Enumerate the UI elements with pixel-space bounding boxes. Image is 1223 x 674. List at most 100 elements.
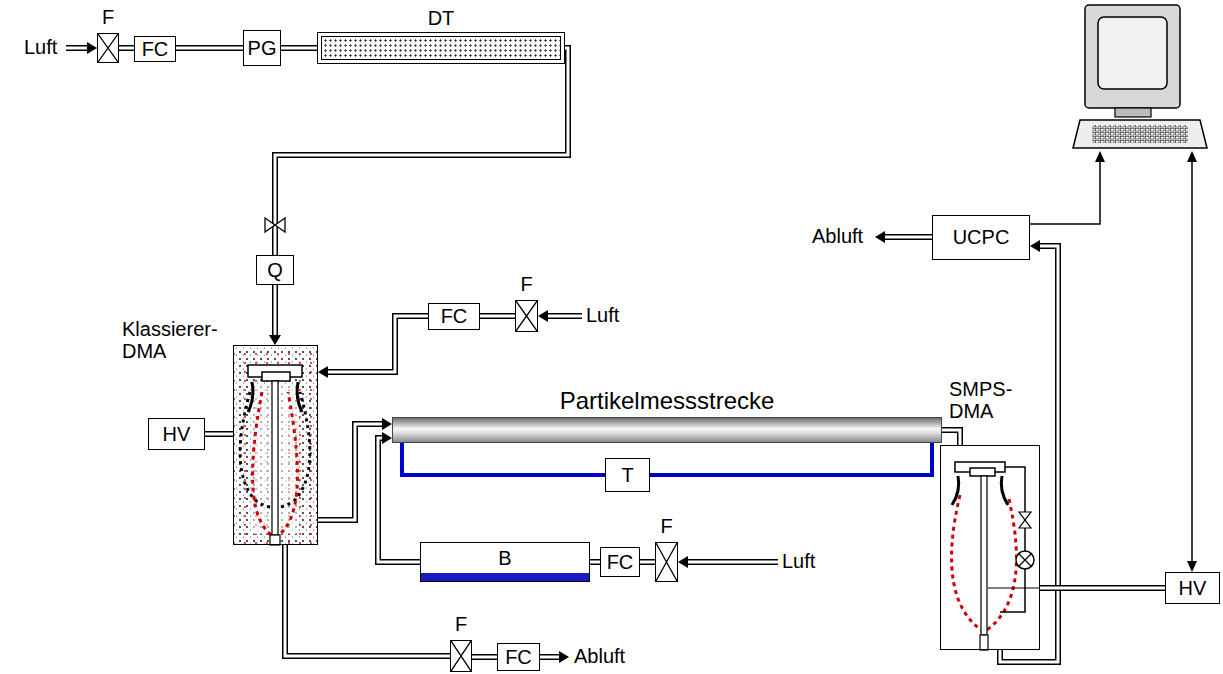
measuring-tube: Partikelmessstrecke — [392, 417, 942, 443]
data-line — [1030, 160, 1192, 563]
thermostat-box: T — [605, 458, 650, 492]
pipe-bore — [590, 561, 600, 564]
pipe-wall — [281, 45, 317, 51]
classifier-dma-interior — [234, 346, 317, 545]
node-label: FC — [142, 38, 169, 61]
flow-label: Abluft — [574, 645, 625, 668]
valve-symbol — [265, 218, 285, 232]
node-heading: Partikelmessstrecke — [560, 388, 775, 414]
arrowheads — [1030, 240, 1040, 252]
smps-dma: SMPS- DMA — [940, 445, 1040, 650]
node-label: FC — [505, 646, 532, 669]
pipe-wall — [176, 45, 243, 51]
node-label: FC — [441, 305, 468, 328]
pipe-bore — [640, 561, 655, 564]
pipe-connector — [472, 657, 497, 658]
pipe-connector — [281, 48, 317, 49]
pipe-wall — [272, 285, 278, 336]
pipe-connector — [275, 48, 568, 255]
arrowhead — [87, 42, 885, 663]
pipe-bore — [205, 433, 233, 436]
pipe-bore — [472, 656, 497, 659]
node-label: B — [498, 547, 511, 570]
classifier-dma: Klassierer- DMA — [233, 345, 318, 545]
filter-cross — [98, 34, 118, 62]
node-label: HV — [1179, 577, 1207, 600]
pipe-connector — [942, 430, 960, 445]
pipe-bore — [1000, 246, 1058, 662]
coolant-line-stroke — [402, 443, 605, 475]
high-voltage-box: HV — [148, 418, 205, 450]
pipe-connector — [119, 48, 134, 49]
node-label: PG — [248, 37, 277, 60]
node-heading: F — [102, 6, 114, 28]
neutralizer-box: Q — [256, 255, 294, 285]
air-line — [66, 48, 932, 657]
pipe-bore — [327, 316, 428, 372]
coolant-line — [650, 443, 932, 475]
pipe-bore — [119, 47, 134, 50]
pipe-connector — [176, 48, 243, 49]
particle-generator-box: PG — [243, 30, 281, 66]
flow-label: Luft — [586, 304, 619, 327]
flow-controller-box: FC — [497, 643, 540, 671]
filter-symbol: F — [515, 300, 538, 332]
arrowheads — [269, 335, 281, 345]
pipe-bore — [1040, 587, 1165, 590]
pipe-connector — [205, 434, 233, 435]
pipe-wall — [472, 654, 497, 660]
arrowhead — [1095, 151, 1197, 572]
pipe-bore — [318, 424, 383, 520]
high-voltage-box: HV — [1165, 572, 1220, 604]
pipe-bore — [281, 47, 317, 50]
pipe-wall — [1040, 585, 1165, 591]
pipe-bore — [275, 48, 568, 255]
filter-symbol: F — [655, 542, 678, 582]
flow-label: Luft — [24, 36, 57, 59]
flow-controller-box: FC — [428, 303, 480, 330]
pipe-bore — [378, 438, 420, 562]
pipe-wall — [119, 45, 134, 51]
pipe-connector — [480, 316, 515, 317]
node-label: T — [621, 464, 633, 487]
arrowhead — [318, 366, 328, 378]
pipe-wall — [640, 559, 655, 565]
flow-label: Abluft — [812, 225, 863, 248]
coolant-line — [402, 443, 605, 475]
node-heading: F — [455, 613, 467, 635]
pipe-wall — [275, 48, 568, 255]
pipe-connector — [1040, 588, 1165, 589]
node-heading: F — [520, 273, 532, 295]
node-label: UCPC — [953, 226, 1010, 249]
node-label: FC — [607, 551, 634, 574]
pipe-bore — [274, 285, 277, 336]
filter-cross — [516, 301, 537, 331]
pipe-wall — [318, 424, 383, 520]
computer-icon — [1073, 5, 1207, 148]
arrowheads — [382, 432, 392, 444]
arrowhead — [1030, 240, 1040, 252]
node-heading: DT — [428, 7, 455, 29]
node-heading: Klassierer- DMA — [122, 318, 230, 362]
node-heading: SMPS- DMA — [949, 378, 1023, 422]
pipe-wall — [378, 438, 420, 562]
pipe-wall — [327, 316, 428, 372]
flow-controller-box: FC — [134, 36, 176, 62]
pipe-connector — [269, 285, 281, 345]
pipe-wall — [942, 430, 960, 445]
smps-dma-interior — [952, 462, 1039, 650]
pipe-connector — [318, 316, 428, 378]
node-label: HV — [163, 423, 191, 446]
pipe-wall — [590, 559, 600, 565]
arrowhead — [382, 418, 392, 430]
diffusion-tube: DT — [317, 32, 565, 64]
pipe-connector — [378, 432, 420, 562]
node-heading: F — [660, 515, 672, 537]
flow-controller-box: FC — [600, 547, 640, 577]
particle-counter-box: UCPC — [932, 215, 1030, 260]
pipe-connector — [640, 562, 655, 563]
humidifier-bath: B — [420, 542, 590, 582]
filter-symbol: F — [450, 640, 472, 672]
filter-symbol: F — [97, 33, 119, 63]
